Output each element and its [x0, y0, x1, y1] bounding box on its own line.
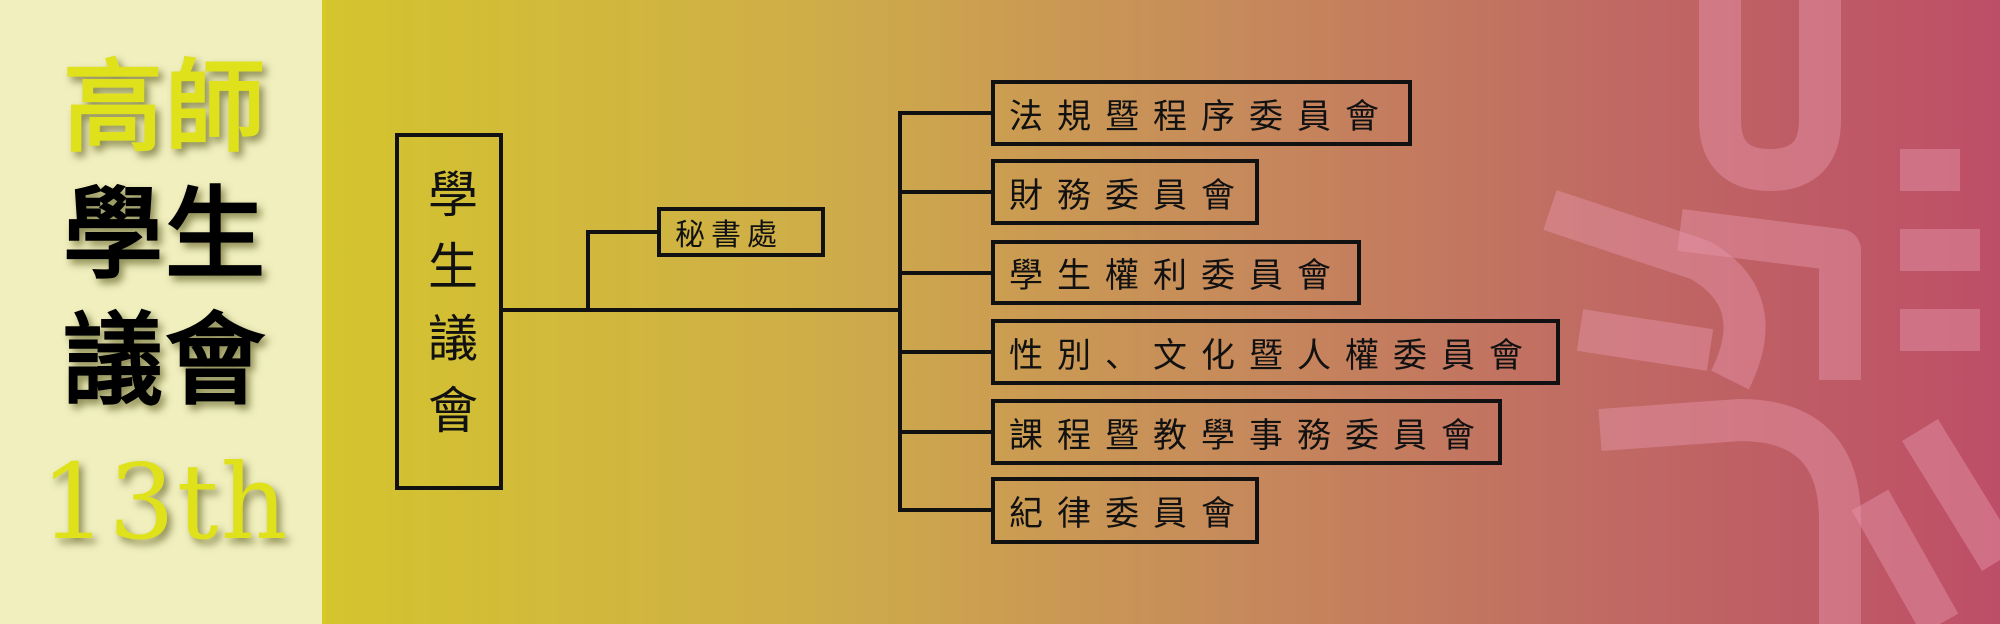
connector-secretariat-vertical: [586, 230, 590, 312]
term-label: 13th: [40, 441, 290, 563]
title-line-1: 高師: [63, 48, 267, 166]
connector-committee: [898, 271, 992, 275]
connector-committee: [898, 111, 992, 115]
title-panel: 高師 學生 議會 13th: [0, 0, 326, 624]
node-committee: 紀律委員會: [991, 477, 1259, 544]
title-line-3: 議會: [63, 301, 267, 419]
node-committee: 學生權利委員會: [991, 240, 1361, 305]
university-logo-watermark: [1543, 0, 2000, 624]
connector-committee: [898, 190, 992, 194]
root-node-student-council: 學生議會: [395, 133, 503, 490]
node-committee: 性別、文化暨人權委員會: [991, 319, 1560, 385]
connector-committee: [898, 430, 992, 434]
connector-committee: [898, 508, 992, 512]
node-secretariat: 秘書處: [657, 207, 825, 257]
node-committee: 財務委員會: [991, 159, 1259, 225]
title-line-2: 學生: [63, 175, 267, 293]
node-committee: 法規暨程序委員會: [991, 80, 1412, 146]
connector-root: [503, 308, 902, 312]
connector-secretariat: [586, 230, 658, 234]
connector-spine: [898, 111, 902, 512]
node-committee: 課程暨教學事務委員會: [991, 399, 1502, 465]
connector-committee: [898, 350, 992, 354]
